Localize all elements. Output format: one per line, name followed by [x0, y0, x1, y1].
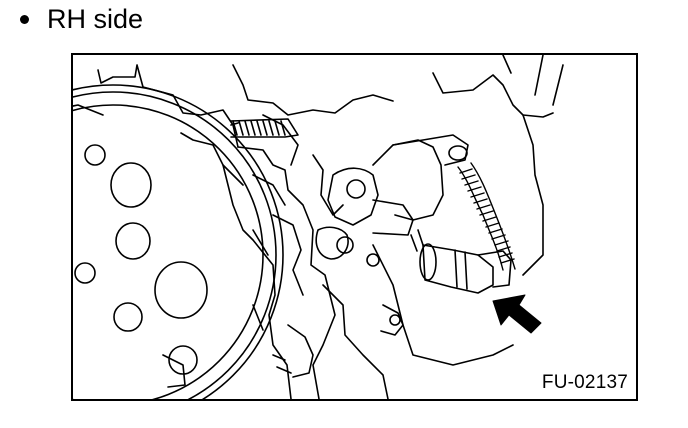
hose-drawing	[230, 118, 299, 138]
bullet-icon	[20, 14, 29, 24]
figure-code: FU-02137	[539, 372, 630, 394]
section-heading: RH side	[18, 2, 143, 36]
engine-illustration	[73, 55, 564, 399]
wiring-harness-drawing	[457, 162, 516, 271]
indicator-arrow-icon	[492, 294, 542, 334]
section-title: RH side	[47, 4, 144, 34]
lower-detail-drawing	[162, 324, 314, 388]
engine-block-drawing	[97, 55, 564, 399]
illustration-frame: FU-02137	[71, 53, 638, 401]
sensor-drawing	[410, 229, 512, 294]
flywheel-drawing	[73, 84, 284, 399]
bracket-drawing	[315, 134, 469, 336]
